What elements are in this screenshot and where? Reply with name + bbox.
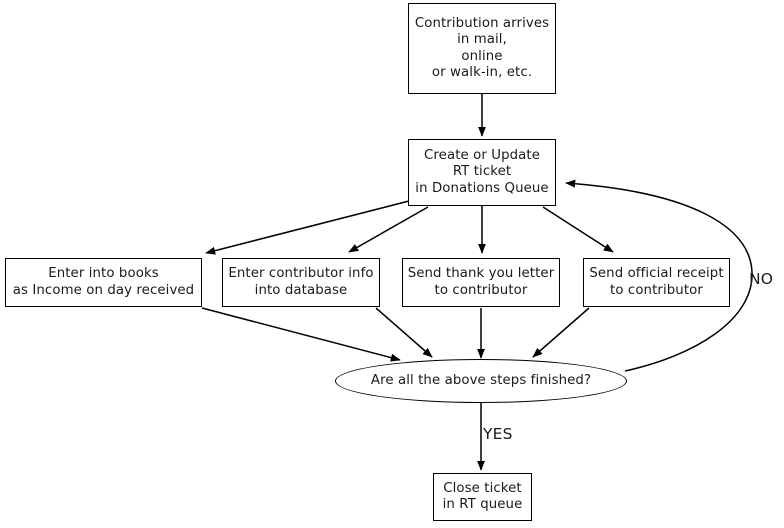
edge-ticket-to-books (205, 200, 410, 255)
node-enter-contributor-info-label: Enter contributor info into database (228, 266, 374, 298)
edge-decision-to-ticket-no (565, 179, 753, 372)
edge-ticket-to-receipt (542, 206, 614, 253)
node-create-or-update-rt-ticket-label: Create or Update RT ticket in Donations … (415, 147, 549, 196)
edge-receipt-to-decision (532, 307, 590, 358)
node-close-ticket-label: Close ticket in RT queue (442, 480, 523, 513)
edge-books-to-decision (201, 307, 401, 362)
node-send-thank-you-letter[interactable]: Send thank you letter to contributor (402, 258, 560, 307)
node-enter-into-books[interactable]: Enter into books as Income on day receiv… (5, 258, 202, 307)
edge-database-to-decision (375, 307, 433, 358)
node-close-ticket[interactable]: Close ticket in RT queue (433, 473, 532, 521)
edge-label-yes: YES (483, 425, 513, 443)
node-send-thank-you-letter-label: Send thank you letter to contributor (407, 266, 555, 298)
node-contribution-arrives[interactable]: Contribution arrives in mail, online or … (408, 3, 556, 94)
node-decision-all-steps-finished-label: Are all the above steps finished? (370, 372, 592, 388)
node-contribution-arrives-label: Contribution arrives in mail, online or … (414, 15, 550, 81)
node-decision-all-steps-finished[interactable]: Are all the above steps finished? (335, 359, 627, 403)
node-enter-into-books-label: Enter into books as Income on day receiv… (12, 266, 195, 298)
node-send-official-receipt[interactable]: Send official receipt to contributor (583, 258, 730, 307)
node-enter-contributor-info[interactable]: Enter contributor info into database (222, 258, 380, 307)
edge-label-no: NO (749, 270, 774, 288)
node-send-official-receipt-label: Send official receipt to contributor (589, 266, 724, 298)
node-create-or-update-rt-ticket[interactable]: Create or Update RT ticket in Donations … (408, 139, 556, 206)
edge-ticket-to-database (348, 206, 429, 253)
